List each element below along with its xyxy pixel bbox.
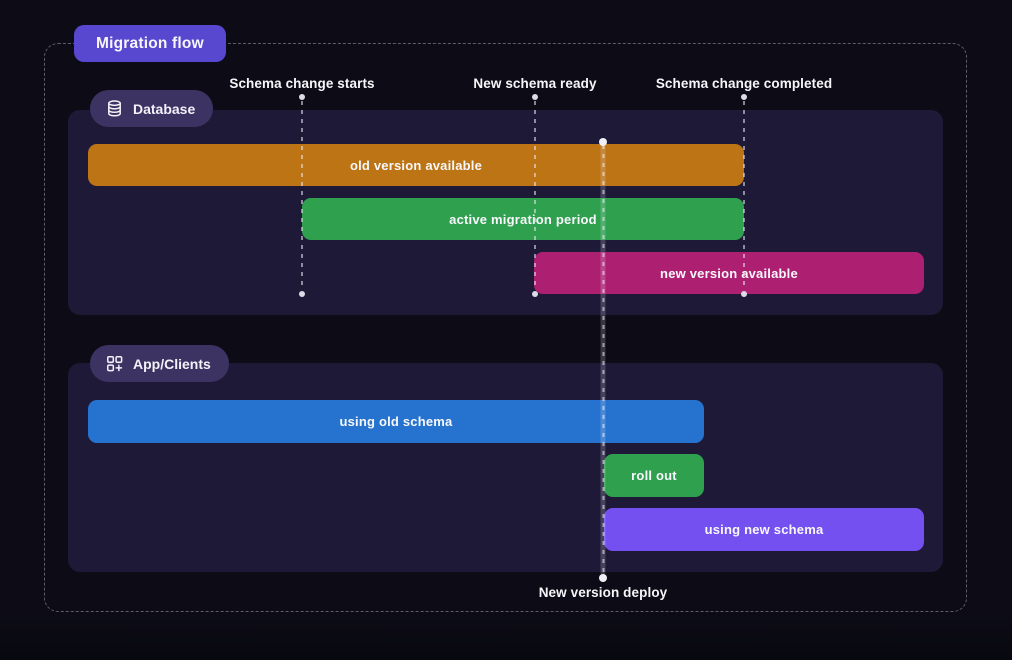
apps-icon — [105, 354, 124, 373]
database-lane-label: Database — [133, 100, 196, 117]
database-icon — [105, 99, 124, 118]
event-label-schema-change-completed: Schema change completed — [655, 76, 833, 91]
timeline-bar-active-migration-period: active migration period — [302, 198, 744, 240]
database-lane-badge: Database — [90, 90, 214, 127]
event-label-new-schema-ready: New schema ready — [473, 76, 597, 91]
event-dot-top-schema-change-starts — [299, 94, 305, 100]
event-line-schema-change-starts — [301, 101, 303, 290]
event-dot-bottom-schema-change-starts — [299, 291, 305, 297]
event-line-schema-change-completed — [743, 101, 745, 290]
diagram-dashed-frame — [44, 43, 967, 612]
app-clients-lane-badge: App/Clients — [90, 345, 229, 382]
deploy-line-new-version-deploy — [600, 145, 606, 575]
diagram-title-badge: Migration flow — [74, 25, 226, 62]
deploy-dot-top — [599, 138, 607, 146]
event-dot-bottom-new-schema-ready — [532, 291, 538, 297]
diagram-title: Migration flow — [96, 34, 204, 52]
event-dot-top-schema-change-completed — [741, 94, 747, 100]
timeline-bar-roll-out: roll out — [604, 454, 704, 497]
event-dot-bottom-schema-change-completed — [741, 291, 747, 297]
event-line-new-schema-ready — [534, 101, 536, 290]
event-label-schema-change-starts: Schema change starts — [229, 76, 375, 91]
timeline-bar-new-version-available: new version available — [534, 252, 924, 294]
event-dot-top-new-schema-ready — [532, 94, 538, 100]
app-clients-lane-label: App/Clients — [133, 355, 211, 372]
timeline-bar-old-version-available: old version available — [88, 144, 744, 186]
timeline-bar-using-old-schema: using old schema — [88, 400, 704, 443]
deploy-line-core — [602, 145, 604, 575]
timeline-bar-using-new-schema: using new schema — [604, 508, 924, 551]
deploy-dot-bottom — [599, 574, 607, 582]
event-label-new-version-deploy: New version deploy — [538, 585, 668, 600]
